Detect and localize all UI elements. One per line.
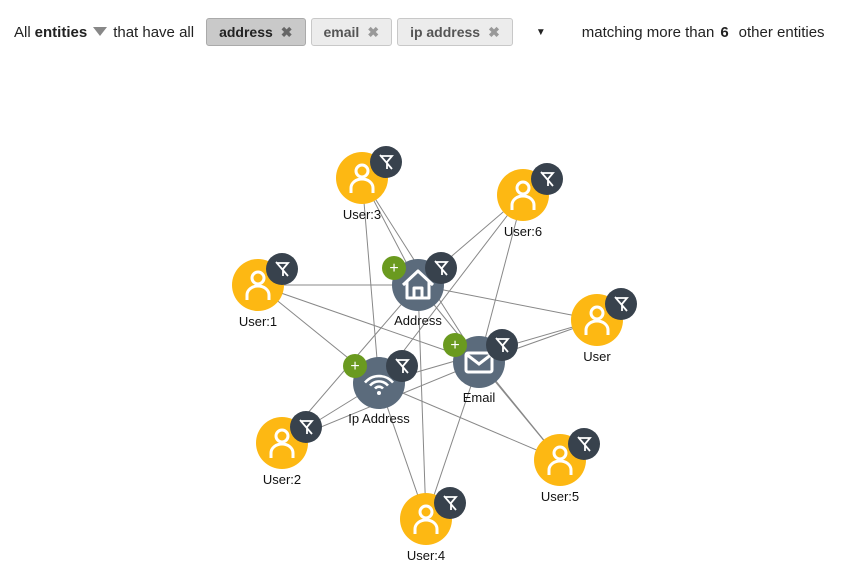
- edge: [378, 382, 561, 461]
- node-label: User:1: [239, 314, 277, 329]
- node-label: User:6: [504, 224, 542, 239]
- user-icon: [245, 270, 271, 300]
- matching-label: matching more than: [581, 23, 715, 41]
- node-label: Address: [394, 313, 442, 328]
- hub-node-address[interactable]: + Address: [382, 252, 457, 328]
- node-label: Email: [463, 390, 496, 405]
- user-icon: [269, 428, 295, 458]
- edge: [257, 284, 480, 363]
- pin-off-icon[interactable]: [605, 288, 637, 320]
- pin-off-icon[interactable]: [568, 428, 600, 460]
- node-label: User:3: [343, 207, 381, 222]
- node-label: Ip Address: [348, 411, 410, 426]
- chip-ip-address[interactable]: ip address ✖: [397, 18, 513, 46]
- node-label: User: [583, 349, 611, 364]
- hub-node-ip[interactable]: + Ip Address: [343, 350, 418, 426]
- mail-icon: [464, 351, 494, 374]
- svg-text:+: +: [350, 358, 359, 375]
- edge: [425, 361, 480, 520]
- user-node[interactable]: User: [571, 288, 637, 364]
- edge: [361, 177, 380, 384]
- node-label: User:4: [407, 548, 445, 563]
- chip-label: address: [219, 24, 273, 40]
- chip-address[interactable]: address ✖: [206, 18, 306, 46]
- add-button[interactable]: +: [382, 256, 406, 280]
- chip-label: email: [323, 24, 360, 40]
- pin-off-icon[interactable]: [386, 350, 418, 382]
- user-node[interactable]: User:1: [232, 253, 298, 329]
- hub-node-email[interactable]: + Email: [443, 329, 518, 405]
- user-icon: [510, 180, 536, 210]
- home-icon: [401, 269, 435, 300]
- add-button[interactable]: +: [343, 354, 367, 378]
- pin-off-icon[interactable]: [266, 253, 298, 285]
- user-node[interactable]: User:2: [256, 411, 322, 487]
- suffix-label: other entities: [738, 23, 825, 41]
- that-have-label: that have all: [113, 23, 195, 41]
- close-icon[interactable]: ✖: [280, 23, 293, 40]
- user-icon: [584, 305, 610, 335]
- svg-text:+: +: [450, 337, 459, 354]
- count-value[interactable]: 6: [720, 23, 729, 41]
- user-icon: [349, 163, 375, 193]
- user-node[interactable]: User:5: [534, 428, 600, 504]
- wifi-icon: [364, 374, 394, 395]
- edge: [478, 194, 524, 363]
- user-icon: [413, 504, 439, 534]
- all-label: All: [14, 23, 31, 41]
- chip-label: ip address: [410, 24, 481, 40]
- chip-email[interactable]: email ✖: [310, 18, 393, 46]
- user-node[interactable]: User:3: [336, 146, 402, 222]
- close-icon[interactable]: ✖: [488, 23, 500, 40]
- filter-icon[interactable]: [93, 26, 108, 36]
- user-node[interactable]: User:6: [497, 163, 563, 239]
- node-label: User:2: [263, 472, 301, 487]
- add-button[interactable]: +: [443, 333, 467, 357]
- pin-off-icon[interactable]: [531, 163, 563, 195]
- pin-off-icon[interactable]: [370, 146, 402, 178]
- close-icon[interactable]: ✖: [367, 23, 380, 40]
- pin-off-icon[interactable]: [425, 252, 457, 284]
- pin-off-icon[interactable]: [486, 329, 518, 361]
- entities-label[interactable]: entities: [34, 23, 88, 41]
- filter-bar: All entities that have all address ✖ emai…: [14, 17, 849, 47]
- edge: [417, 284, 427, 520]
- edge: [417, 284, 598, 321]
- node-label: User:5: [541, 489, 579, 504]
- pin-off-icon[interactable]: [290, 411, 322, 443]
- svg-text:+: +: [389, 260, 398, 277]
- chevron-down-icon[interactable]: ▼: [535, 26, 546, 38]
- user-node[interactable]: User:4: [400, 487, 466, 563]
- pin-off-icon[interactable]: [434, 487, 466, 519]
- user-icon: [547, 445, 573, 475]
